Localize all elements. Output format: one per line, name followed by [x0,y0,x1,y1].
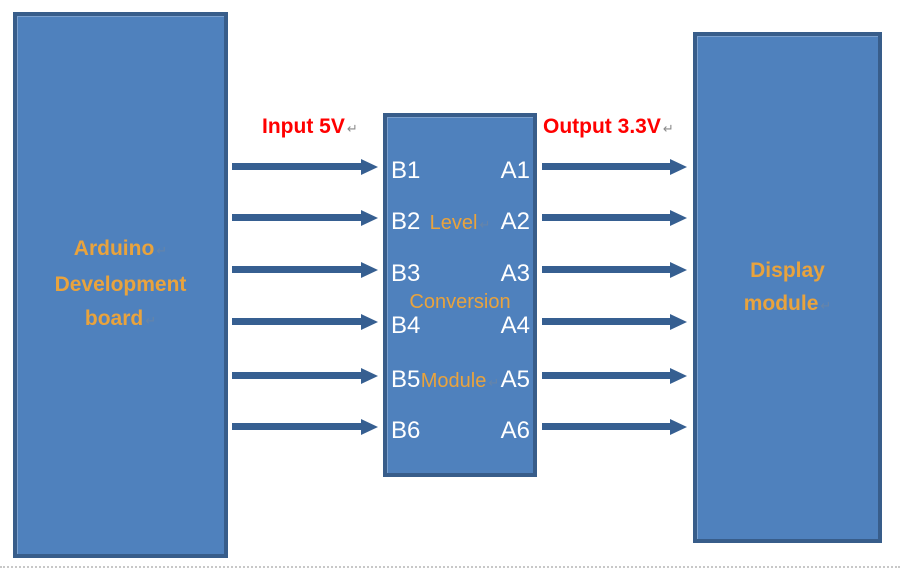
arrow-shaft [542,163,671,170]
input-arrow-b1 [232,159,379,175]
port-label-a5: A5 [500,366,530,393]
level-conversion-module-box: B1 B2 B3 B4 B5 B6 A1 A2 A3 A4 A5 A6 Leve… [383,113,537,477]
arrow-head-icon [361,314,378,330]
title-line: Development [54,273,187,296]
display-module-box: Display module↵ [693,32,882,543]
return-mark-icon: ↵ [662,121,674,136]
output-arrow-a3 [542,262,688,278]
input-voltage-label: Input 5V↵ [262,115,358,139]
return-mark-icon: ↵ [156,243,168,258]
output-arrow-a4 [542,314,688,330]
arrow-head-icon [670,419,687,435]
input-arrow-b2 [232,210,379,226]
port-label-a1: A1 [500,157,530,184]
return-mark-icon: ↵ [479,217,491,232]
title-line: Arduino [73,237,155,260]
title-line: Display [750,258,825,282]
module-label-conversion: Conversion [409,290,510,314]
input-arrow-b4 [232,314,379,330]
arrow-shaft [232,266,362,273]
port-label-b6: B6 [391,417,421,444]
output-arrow-a6 [542,419,688,435]
port-label-b1: B1 [391,157,421,184]
output-arrow-a1 [542,159,688,175]
arrow-head-icon [670,262,687,278]
module-label-module: Module↵ [421,369,500,395]
arrow-shaft [232,214,362,221]
arrow-shaft [232,318,362,325]
label-text: Level [429,212,478,234]
port-label-a3: A3 [500,260,530,287]
title-line: module [743,291,819,315]
arrow-shaft [542,318,671,325]
return-mark-icon: ↵ [820,297,832,313]
arrow-head-icon [670,314,687,330]
arrow-shaft [542,423,671,430]
input-arrow-b3 [232,262,379,278]
arrow-shaft [232,423,362,430]
arrow-shaft [232,163,362,170]
arrow-head-icon [670,210,687,226]
arrow-head-icon [361,210,378,226]
output-arrow-a5 [542,368,688,384]
arrow-shaft [542,372,671,379]
arrow-head-icon [361,368,378,384]
label-text: Module [420,370,487,392]
page-boundary-dotted-line [0,566,900,568]
title-line: board [84,307,144,330]
return-mark-icon: ↵ [488,375,500,390]
port-label-b5: B5 [391,366,421,393]
port-label-a6: A6 [500,417,530,444]
port-label-a4: A4 [500,312,530,339]
port-label-a2: A2 [500,208,530,235]
output-voltage-label: Output 3.3V↵ [543,115,674,139]
arrow-head-icon [361,419,378,435]
module-label-level: Level↵ [430,211,491,237]
arrow-head-icon [670,159,687,175]
label-text: Output 3.3V [543,115,661,138]
display-module-title: Display module↵ [744,254,832,322]
port-label-b3: B3 [391,260,421,287]
arrow-shaft [232,372,362,379]
arduino-board-title: Arduino↵ Development board↵ [55,232,187,338]
port-label-b2: B2 [391,208,421,235]
output-arrow-a2 [542,210,688,226]
return-mark-icon: ↵ [145,313,157,328]
arrow-shaft [542,266,671,273]
input-arrow-b5 [232,368,379,384]
arrow-shaft [542,214,671,221]
label-text: Conversion [409,291,511,313]
arrow-head-icon [361,159,378,175]
port-label-b4: B4 [391,312,421,339]
arrow-head-icon [670,368,687,384]
arrow-head-icon [361,262,378,278]
label-text: Input 5V [262,115,345,138]
arduino-board-box: Arduino↵ Development board↵ [13,12,228,558]
input-arrow-b6 [232,419,379,435]
return-mark-icon: ↵ [346,121,358,136]
